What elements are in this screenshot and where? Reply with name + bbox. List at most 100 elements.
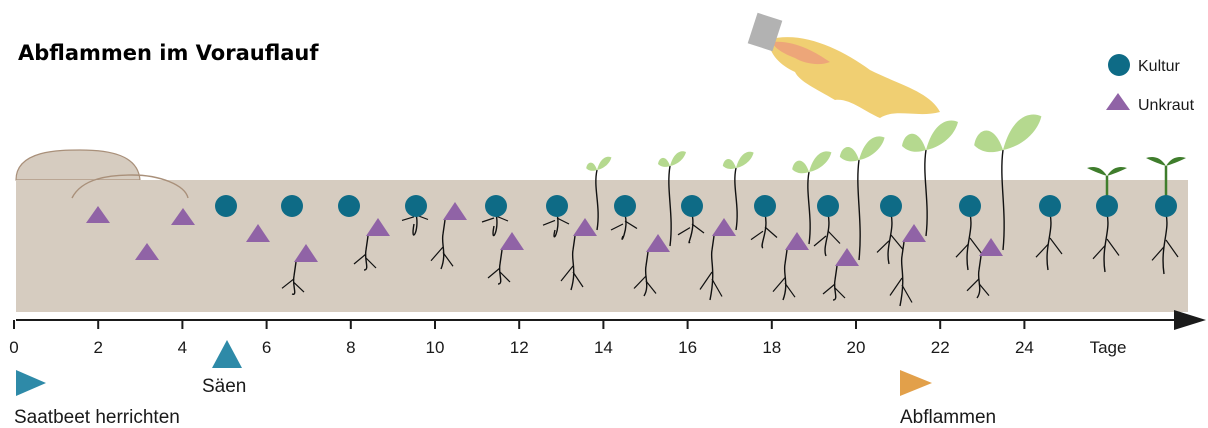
weed-leaf — [670, 151, 686, 166]
weed-root-branch — [889, 277, 903, 296]
weed-root-branch — [442, 252, 454, 267]
event-label-abflammen: Abflammen — [900, 407, 996, 428]
weed-marker — [500, 232, 524, 250]
weed-root — [709, 235, 715, 301]
axis-tick-label: 8 — [346, 338, 355, 357]
crop-root-branch — [827, 230, 841, 244]
timeline-arrowhead-icon — [1174, 310, 1206, 330]
weed-shoot — [1001, 149, 1005, 251]
axis-tick-label: 18 — [762, 338, 781, 357]
crop-root-branch — [876, 240, 890, 253]
weed-leaf — [839, 146, 859, 162]
weed-root-branch — [487, 267, 501, 279]
seedbed-mound-outline — [71, 174, 189, 199]
crop-seed-marker — [485, 195, 507, 217]
weed-root-branch — [772, 277, 786, 292]
axis-tick-label: 24 — [1015, 338, 1034, 357]
weed-leaf — [902, 133, 926, 152]
weed-marker — [443, 202, 467, 220]
crop-root — [887, 213, 893, 265]
crop-root — [412, 213, 418, 236]
weed-leaf — [658, 157, 670, 167]
weed-leaf — [586, 162, 597, 171]
crop-seed-marker — [959, 195, 981, 217]
weed-leaf — [736, 151, 754, 168]
weed-root — [976, 255, 982, 299]
weed-marker — [135, 243, 159, 260]
crop-seed-marker — [1096, 195, 1118, 217]
plant-stages — [86, 114, 1186, 307]
crop-root-branch — [542, 219, 556, 226]
soil-band — [16, 180, 1188, 312]
weed-root — [363, 235, 369, 271]
weed-marker — [86, 206, 110, 223]
crop-seed-marker — [338, 195, 360, 217]
crop-root-branch — [750, 230, 764, 241]
weed-root-branch — [560, 265, 574, 282]
crop-seed-marker — [405, 195, 427, 217]
crop-root — [1103, 213, 1109, 273]
crop-root — [761, 213, 767, 249]
weed-leaf — [597, 156, 612, 170]
crop-root-branch — [764, 226, 778, 238]
crop-seed-marker — [880, 195, 902, 217]
crop-leaf — [1087, 166, 1107, 176]
weed-root-branch — [699, 271, 713, 290]
crop-root — [492, 213, 498, 237]
axis-tick-label: 16 — [678, 338, 697, 357]
weed-marker — [573, 218, 597, 236]
weed-root-branch — [784, 282, 796, 298]
weed-shoot — [924, 149, 928, 237]
legend-weed-label: Unkraut — [1138, 97, 1195, 114]
weed-root-branch — [822, 283, 836, 295]
weed-root-branch — [901, 284, 913, 303]
crop-root-branch — [556, 217, 570, 225]
crop-seed-marker — [1039, 195, 1061, 217]
weed-marker — [785, 232, 809, 250]
weed-marker — [712, 218, 736, 236]
crop-root-branch — [691, 223, 705, 234]
axis-tick-label: 4 — [178, 338, 187, 357]
weed-marker — [979, 238, 1003, 256]
axis-tick-label: 0 — [9, 338, 18, 357]
crop-leaf — [1166, 156, 1186, 166]
weed-leaf — [722, 159, 736, 169]
weed-root-branch — [572, 271, 584, 288]
axis-tick-label: 12 — [510, 338, 529, 357]
weed-root-branch — [633, 275, 647, 289]
weed-root — [570, 235, 576, 291]
weed-root — [497, 249, 503, 285]
crop-leaf — [1107, 166, 1127, 176]
weed-root — [899, 241, 905, 307]
blue-play-triangle-icon — [16, 370, 46, 396]
weed-marker — [246, 224, 270, 242]
blue-up-triangle-icon — [212, 340, 242, 368]
weed-leaf — [809, 151, 832, 172]
event-abflammen: Abflammen — [900, 370, 996, 428]
weed-leaf — [792, 160, 809, 174]
crop-seed-marker — [754, 195, 776, 217]
weed-root — [643, 251, 649, 297]
crop-root-branch — [624, 220, 638, 230]
axis-tick-label: 2 — [93, 338, 102, 357]
flame-burner-icon — [747, 12, 940, 119]
crop-root-branch — [495, 215, 509, 222]
weed-leaf — [926, 120, 958, 150]
weed-marker — [171, 208, 195, 225]
crop-seed-marker — [681, 195, 703, 217]
crop-root-branch — [481, 217, 495, 223]
weed-root-branch — [966, 278, 980, 292]
crop-root — [966, 213, 972, 271]
event-saeen: Säen — [202, 340, 246, 397]
weed-root-branch — [353, 253, 367, 265]
weed-root — [832, 265, 838, 301]
legend: Kultur Unkraut — [1106, 54, 1195, 114]
crop-root-branch — [1165, 239, 1179, 258]
crop-root-branch — [401, 216, 415, 221]
crop-root-branch — [1092, 245, 1106, 260]
axis-tick-label: 10 — [426, 338, 445, 357]
axis-unit-label: Tage — [1090, 338, 1127, 357]
crop-root-branch — [890, 234, 904, 250]
weed-leaf — [1003, 114, 1042, 150]
